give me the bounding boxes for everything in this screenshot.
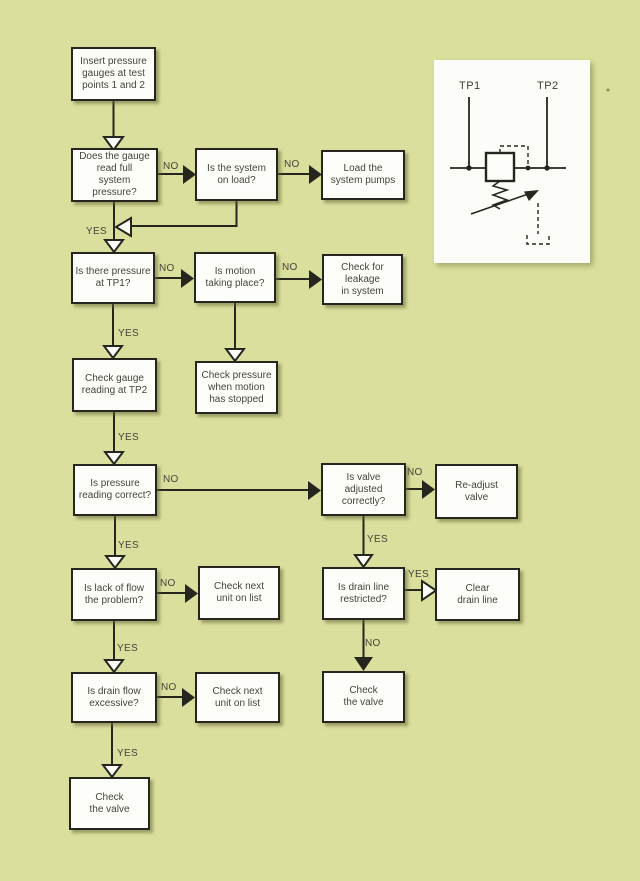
stray-mark: [606, 88, 610, 92]
arrowhead-filled-icon: [422, 480, 435, 499]
filled-arrowheads: [181, 165, 435, 707]
node-drain-flow-excessive: Is drain flow excessive?: [71, 672, 157, 723]
edge-label-no: NO: [160, 578, 176, 589]
edge-label-no: NO: [282, 262, 298, 273]
arrowhead-filled-icon: [181, 269, 194, 288]
node-clear-drain-line: Clear drain line: [435, 568, 520, 621]
edge-label-no: NO: [284, 159, 300, 170]
arrowhead-filled-icon: [185, 584, 198, 603]
tp2-label: TP2: [537, 80, 559, 92]
node-lack-of-flow: Is lack of flow the problem?: [71, 568, 157, 621]
edge-label-yes: YES: [117, 748, 138, 759]
node-check-the-valve-1: Check the valve: [322, 671, 405, 723]
edge-label-yes: YES: [118, 432, 139, 443]
node-readjust-valve: Re-adjust valve: [435, 464, 518, 519]
node-leakage-check: Check for leakage in system: [322, 254, 403, 305]
node-pressure-reading-correct: Is pressure reading correct?: [73, 464, 157, 516]
arrowhead-open-icon: [101, 764, 123, 779]
edge-label-yes: YES: [86, 226, 107, 237]
arrowhead-open-icon: [104, 555, 126, 570]
arrowhead-filled-icon: [309, 270, 322, 289]
edge-label-no: NO: [159, 263, 175, 274]
edge-label-no: NO: [407, 467, 423, 478]
node-system-on-load: Is the system on load?: [195, 148, 278, 201]
edge-label-yes: YES: [367, 534, 388, 545]
tp1-label: TP1: [459, 80, 481, 92]
edge-label-no: NO: [365, 638, 381, 649]
node-drain-line-restricted: Is drain line restricted?: [322, 567, 405, 620]
edge-label-no: NO: [161, 682, 177, 693]
arrowhead-open-icon: [114, 216, 132, 238]
arrowhead-open-icon: [224, 348, 246, 363]
edge-label-yes: YES: [118, 328, 139, 339]
edge-label-yes: YES: [117, 643, 138, 654]
edge-label-yes: YES: [408, 569, 429, 580]
arrowhead-filled-icon: [182, 688, 195, 707]
arrowhead-open-icon: [102, 345, 124, 360]
node-motion-taking-place: Is motion taking place?: [194, 252, 276, 303]
flow-line: [131, 201, 238, 227]
node-pressure-when-stopped: Check pressure when motion has stopped: [195, 361, 278, 414]
node-check-the-valve-2: Check the valve: [69, 777, 150, 830]
arrowhead-open-icon: [421, 579, 438, 602]
arrowhead-open-icon: [103, 239, 125, 254]
node-valve-adjusted-correctly: Is valve adjusted correctly?: [321, 463, 406, 516]
node-check-gauge-tp2: Check gauge reading at TP2: [72, 358, 157, 412]
arrowhead-open-icon: [103, 451, 125, 466]
edge-label-yes: YES: [118, 540, 139, 551]
node-pressure-at-tp1: Is there pressure at TP1?: [71, 252, 155, 304]
edge-label-no: NO: [163, 161, 179, 172]
node-check-next-unit-1: Check next unit on list: [198, 566, 280, 620]
node-check-next-unit-2: Check next unit on list: [195, 672, 280, 723]
arrowhead-open-icon: [353, 554, 374, 569]
valve-schematic-panel: [434, 60, 590, 263]
arrowhead-filled-icon: [308, 481, 321, 500]
edge-label-no: NO: [163, 474, 179, 485]
node-load-system-pumps: Load the system pumps: [321, 150, 405, 200]
node-gauge-full-pressure: Does the gauge read full system pressure…: [71, 148, 158, 202]
node-insert-gauges: Insert pressure gauges at test points 1 …: [71, 47, 156, 101]
arrowhead-filled-icon: [354, 657, 373, 671]
arrowhead-open-icon: [103, 659, 125, 674]
